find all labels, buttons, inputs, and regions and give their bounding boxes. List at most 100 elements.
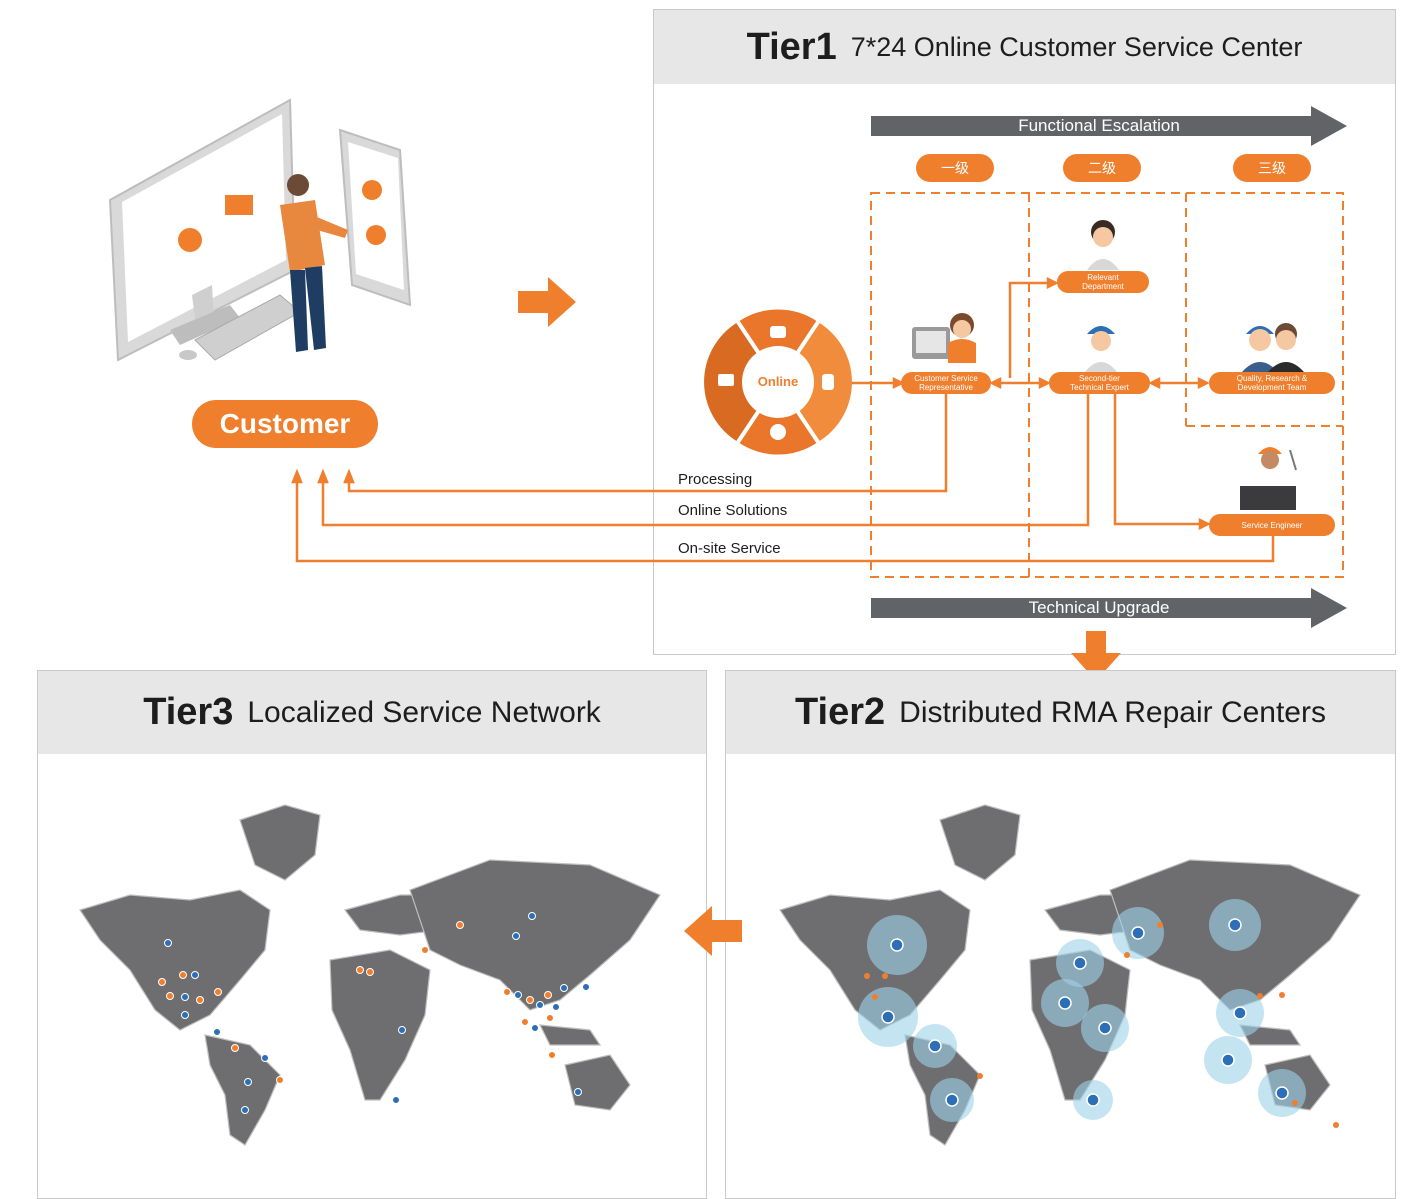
map-point-orange (421, 946, 429, 954)
map-point-blue (213, 1028, 221, 1036)
qrd-team-role: Quality, Research & Development Team (1209, 372, 1335, 394)
map-point-blue (181, 993, 189, 1001)
customer-label: Customer (192, 400, 378, 448)
arrow-right-icon (518, 277, 576, 327)
map-point-blue (528, 912, 536, 920)
tier2-repair-centers (858, 899, 1339, 1128)
online-channel-wheel (704, 309, 852, 455)
repair-center-point (928, 1039, 942, 1053)
repair-center-point (1221, 1053, 1235, 1067)
phone-icon (770, 326, 786, 338)
map-point-orange (158, 978, 166, 986)
map-point-blue (164, 939, 172, 947)
flow-label-processing: Processing (678, 471, 753, 488)
map-point-blue (574, 1088, 582, 1096)
map-point-orange (456, 921, 464, 929)
map-point-blue (261, 1054, 269, 1062)
map-point-orange (864, 973, 870, 979)
map-point-orange (1257, 993, 1263, 999)
map-point-orange (548, 1051, 556, 1059)
repair-center-point (1086, 1093, 1100, 1107)
technical-upgrade-arrow (871, 588, 1347, 628)
csr-role: Customer Service Representative (901, 372, 991, 394)
map-point-orange (166, 992, 174, 1000)
phone-icon (366, 225, 386, 245)
map-point-blue (531, 1024, 539, 1032)
computer-email-icon (718, 374, 734, 386)
map-point-orange (231, 1044, 239, 1052)
customer-illustration (108, 98, 412, 362)
arrow-down-icon (1071, 631, 1121, 681)
tier3-title: Tier3 (143, 691, 234, 733)
map-point-blue (392, 1096, 400, 1104)
technical-upgrade-label: Technical Upgrade (1028, 598, 1170, 617)
tier3-subtitle: Localized Service Network (247, 695, 601, 729)
relevant-department-role: Relevant Department (1057, 271, 1149, 293)
second-tier-expert-avatar (1085, 326, 1117, 372)
tier2-title: Tier2 (795, 691, 886, 733)
repair-center-point (881, 1010, 895, 1024)
tier3-world-map (79, 804, 661, 1146)
map-point-blue (181, 1011, 189, 1019)
repair-center-point (1058, 996, 1072, 1010)
map-point-blue (560, 984, 568, 992)
relevant-department-avatar (1087, 220, 1119, 270)
level-3-badge: 三级 (1233, 154, 1311, 182)
map-point-orange (872, 994, 878, 1000)
level-1-badge: 一级 (916, 154, 994, 182)
csr-avatar (912, 313, 976, 363)
tier1-subtitle: 7*24 Online Customer Service Center (850, 31, 1303, 62)
map-point-orange (214, 988, 222, 996)
tier3-header: Tier3 Localized Service Network (38, 671, 706, 754)
service-engineer-avatar (1240, 447, 1297, 510)
map-point-orange (1279, 992, 1285, 998)
repair-center-point (1228, 918, 1242, 932)
map-point-orange (356, 966, 364, 974)
map-point-blue (582, 983, 590, 991)
map-point-orange (503, 988, 511, 996)
flow-label-online-solutions: Online Solutions (678, 502, 788, 519)
map-point-orange (546, 1014, 554, 1022)
arrow-left-icon (684, 906, 742, 956)
functional-escalation-arrow (871, 106, 1347, 146)
email-icon (225, 195, 253, 215)
repair-center-point (1073, 956, 1087, 970)
map-point-orange (882, 973, 888, 979)
tier2-world-map (779, 804, 1361, 1146)
map-point-orange (977, 1073, 983, 1079)
map-point-orange (526, 996, 534, 1004)
repair-center-point (945, 1093, 959, 1107)
map-point-orange (1124, 952, 1130, 958)
repair-center-point (890, 938, 904, 952)
map-point-orange (276, 1076, 284, 1084)
map-point-orange (179, 971, 187, 979)
online-wheel-center: Online (757, 374, 799, 389)
tier1-header: Tier1 7*24 Online Customer Service Cente… (654, 10, 1395, 84)
globe-icon (178, 228, 202, 252)
map-point-orange (196, 996, 204, 1004)
map-point-orange (1292, 1100, 1298, 1106)
map-point-blue (536, 1001, 544, 1009)
repair-center-point (1098, 1021, 1112, 1035)
tier1-title: Tier1 (746, 25, 837, 68)
chat-icon (362, 180, 382, 200)
map-point-orange (1157, 922, 1163, 928)
map-point-blue (398, 1026, 406, 1034)
map-point-orange (366, 968, 374, 976)
tier2-header: Tier2 Distributed RMA Repair Centers (726, 671, 1395, 754)
repair-center-point (1131, 926, 1145, 940)
map-point-blue (244, 1078, 252, 1086)
map-point-blue (191, 971, 199, 979)
map-point-blue (514, 991, 522, 999)
map-point-orange (521, 1018, 529, 1026)
flow-label-onsite-service: On-site Service (678, 540, 781, 557)
map-point-blue (552, 1003, 560, 1011)
tier2-subtitle: Distributed RMA Repair Centers (899, 695, 1326, 729)
chat-icon (822, 374, 834, 390)
service-engineer-role: Service Engineer (1209, 514, 1335, 536)
map-point-orange (544, 991, 552, 999)
repair-center-point (1275, 1086, 1289, 1100)
map-point-blue (241, 1106, 249, 1114)
tier3-service-points (158, 912, 590, 1114)
